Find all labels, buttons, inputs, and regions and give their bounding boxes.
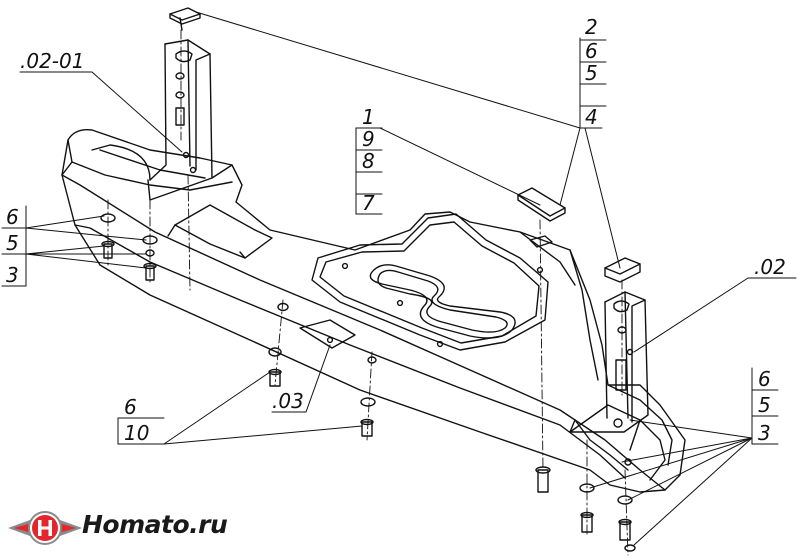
leader-lines xyxy=(19,11,797,546)
callout-left-0: 6 xyxy=(6,205,19,229)
fasteners xyxy=(100,7,641,552)
callout-left-1: 5 xyxy=(6,231,19,255)
callout-top-right-2: 5 xyxy=(585,61,598,85)
callout-bottom-1: 10 xyxy=(124,421,149,445)
callout-left-2: 3 xyxy=(6,263,19,287)
brand-logo-text: Homato.ru xyxy=(82,510,228,539)
callout-top-right-1: 6 xyxy=(585,39,598,63)
callout-right-1: 5 xyxy=(758,393,771,417)
skid-plate xyxy=(61,129,686,493)
callout-right-0: 6 xyxy=(758,367,771,391)
callout-right-2: 3 xyxy=(758,421,771,445)
callout-labels: .02-01 .02 .03 2 6 5 4 1 9 8 7 6 5 3 6 5… xyxy=(6,15,786,445)
raised-panel xyxy=(311,213,553,351)
left-bracket xyxy=(91,39,233,201)
callout-top-right-3: 4 xyxy=(585,105,598,129)
callout-top-right-0: 2 xyxy=(585,15,598,39)
label-frames xyxy=(1,37,779,445)
callout-center-2: 8 xyxy=(362,149,375,173)
callout-part-02-01: .02-01 xyxy=(20,49,84,73)
right-bracket xyxy=(569,291,649,471)
assembly-center-lines xyxy=(107,29,629,556)
callout-part-03: .03 xyxy=(272,389,304,413)
callout-center-3: 7 xyxy=(362,191,375,215)
winged-h-logo-icon xyxy=(8,511,82,545)
callout-part-02: .02 xyxy=(754,255,786,279)
callout-center-0: 1 xyxy=(362,105,375,129)
callout-bottom-0: 6 xyxy=(124,395,137,419)
callout-center-1: 9 xyxy=(362,127,375,151)
